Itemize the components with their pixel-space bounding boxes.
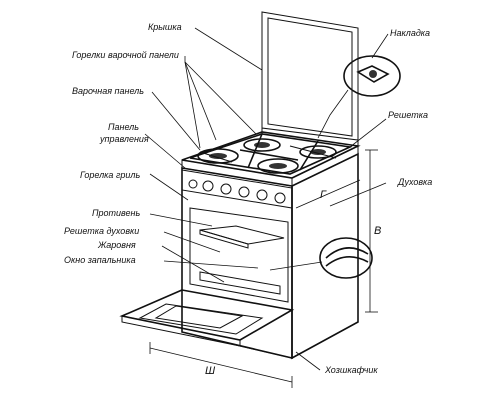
label-hob-burners: Горелки варочной панели	[72, 50, 179, 60]
oven-cavity	[189, 207, 289, 303]
label-baking-tray: Противень	[92, 208, 140, 218]
label-grate: Решетка	[388, 110, 428, 120]
label-control-panel-line1: Панель	[108, 122, 139, 132]
label-pad: Накладка	[390, 28, 430, 38]
labels: Крышка Горелки варочной панели Варочная …	[64, 22, 432, 377]
label-roasting-pan: Жаровня	[97, 240, 136, 250]
control-panel	[181, 169, 293, 209]
dimension-depth: Г	[320, 189, 327, 201]
leader-lines	[144, 27, 389, 371]
rack-callout	[269, 237, 373, 279]
storage-drawer	[239, 321, 359, 359]
label-grill-burner: Горелка гриль	[80, 170, 140, 180]
dimension-height: В	[374, 225, 381, 237]
label-pilot-window: Окно запальника	[64, 255, 136, 265]
pad-callout	[317, 55, 401, 139]
label-storage-drawer: Хозшкафчик	[324, 365, 378, 375]
hob-burners	[197, 138, 337, 174]
dimension-lines	[149, 149, 378, 388]
label-control-panel-line2: управления	[99, 134, 149, 144]
stove-illustration	[119, 11, 361, 360]
label-oven-rack: Решетка духовки	[64, 226, 139, 236]
label-cooktop: Варочная панель	[72, 86, 144, 96]
label-lid: Крышка	[148, 22, 182, 32]
dimension-width: Ш	[205, 365, 216, 377]
label-oven: Духовка	[397, 177, 432, 187]
